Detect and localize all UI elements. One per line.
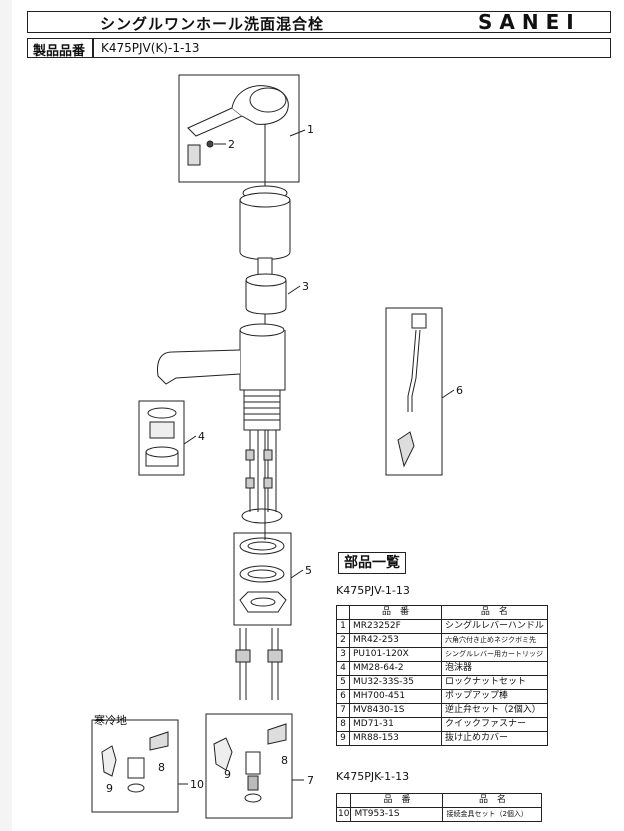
cartridge-part: [245, 257, 287, 315]
callout-4: 4: [198, 430, 205, 443]
aerator-group-box: [138, 400, 185, 476]
callout-9-cold: 9: [106, 782, 113, 795]
product-divider: [92, 38, 94, 58]
table-header-row: 品 番 品 名: [336, 605, 548, 620]
exploded-parts-diagram: 1 2 3 4 5 6 7 8 9 10 8 9 寒冷地: [91, 74, 463, 819]
popup-rod-group-box: [385, 307, 443, 476]
callout-10: 10: [190, 778, 204, 791]
model-label-1: K475PJV-1-13: [336, 584, 410, 597]
table-row: 5 MU32-33S-35 ロックナットセット: [336, 675, 548, 690]
header-no: [335, 793, 352, 808]
table-row: 10 MT953-1S 接続金具セット（2個入）: [335, 807, 543, 822]
header-code: 品 番: [349, 605, 442, 620]
table-row: 6 MH700-451 ポップアップ棒: [336, 689, 548, 704]
table-header-row: 品 番 品 名: [335, 793, 543, 808]
header-no: [336, 605, 350, 620]
header-name: 品 名: [441, 605, 548, 620]
handle-group-box: [178, 74, 300, 183]
product-code: K475PJV(K)-1-13: [101, 41, 200, 55]
parts-table-2: 品 番 品 名 10 MT953-1S 接続金具セット（2個入）: [335, 793, 543, 822]
table-row: 3 PU101-120X シングルレバー用カートリッジ: [336, 647, 548, 662]
header-code: 品 番: [350, 793, 444, 808]
product-label: 製品品番: [33, 44, 86, 59]
table-row: 8 MD71-31 クイックファスナー: [336, 717, 548, 732]
cold-connector-part: [101, 731, 169, 793]
callout-6: 6: [456, 384, 463, 397]
check-valve-group-box: [205, 713, 293, 819]
table-row: 4 MM28-64-2 泡沫器: [336, 661, 548, 676]
table-row: 7 MV8430-1S 逆止弁セット（2個入）: [336, 703, 548, 718]
header-name: 品 名: [442, 793, 543, 808]
model-label-2: K475PJK-1-13: [336, 770, 410, 783]
product-frame: [27, 38, 611, 58]
page-margin: [0, 0, 12, 831]
callout-9: 9: [224, 768, 231, 781]
callout-3: 3: [302, 280, 309, 293]
lever-handle-part: [187, 85, 289, 166]
callout-5: 5: [305, 564, 312, 577]
locknut-set-part: [239, 537, 287, 613]
parts-list-title: 部品一覧: [338, 552, 406, 574]
locknut-group-box: [233, 532, 292, 626]
title-frame: [27, 11, 611, 33]
callout-8-cold: 8: [158, 761, 165, 774]
faucet-body-part: [157, 323, 286, 512]
brand-logo: SANEI: [478, 10, 581, 34]
callout-8: 8: [281, 754, 288, 767]
handle-cover-part: [239, 185, 291, 260]
callout-7: 7: [307, 774, 314, 787]
table-row: 1 MR23252F シングルレバーハンドル: [336, 619, 548, 634]
cold-region-label: 寒冷地: [94, 713, 127, 727]
callout-2: 2: [228, 138, 235, 151]
washer-top: [241, 508, 283, 524]
callout-1: 1: [307, 123, 314, 136]
parts-table-1: 品 番 品 名 1 MR23252F シングルレバーハンドル 2 MR42-25…: [336, 605, 548, 746]
aerator-part: [145, 407, 179, 467]
table-row: 2 MR42-253 六角穴付き止めネジクボミ先: [336, 633, 548, 648]
table-row: 9 MR88-153 抜け止めカバー: [336, 731, 548, 746]
cold-region-group-box: [91, 719, 179, 813]
popup-rod-part: [397, 313, 427, 468]
check-valve-part: [213, 723, 287, 803]
document-title: シングルワンホール洗面混合栓: [100, 15, 325, 33]
